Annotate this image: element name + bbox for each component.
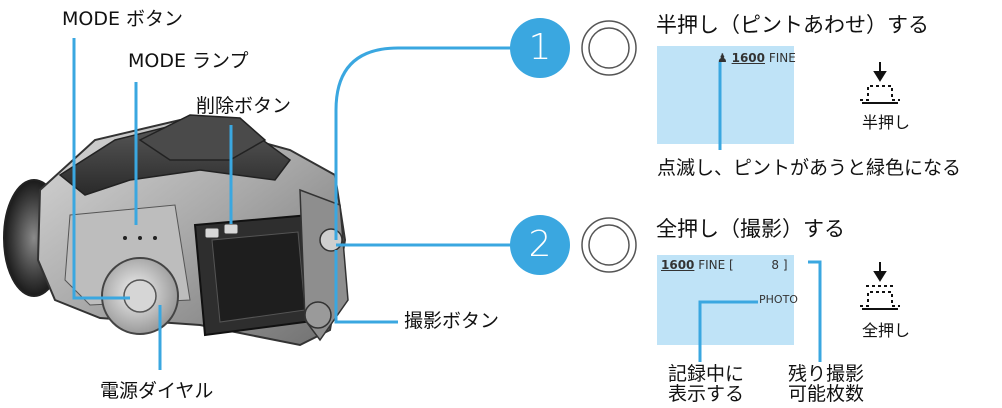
camera-hood xyxy=(138,114,267,161)
step-1-quality: FINE xyxy=(768,51,796,65)
step-2-number: 2 xyxy=(528,224,552,265)
person-icon: ♟ xyxy=(717,51,728,65)
step-2-quality: FINE [ xyxy=(698,258,734,272)
step-2-note-right: 残り撮影 可能枚数 xyxy=(788,364,864,404)
step-2-note-left-line1: 記録中に xyxy=(668,363,745,385)
step-1-lcd: ♟ 1600 FINE xyxy=(657,46,796,144)
step-1-size: 1600 xyxy=(731,51,765,65)
step-2-badge xyxy=(510,215,570,275)
step-2-note-left-line2: 表示する xyxy=(668,383,745,405)
step-2-button-inner xyxy=(588,224,630,266)
step-1-lcd-readout: ♟ 1600 FINE xyxy=(717,51,796,65)
step-2-count: 8 ] xyxy=(771,258,788,272)
step-1-badge xyxy=(510,18,570,78)
mode-button-label: MODE ボタン xyxy=(62,8,184,30)
power-dial-label: 電源ダイヤル xyxy=(100,380,214,402)
mode-button-shape xyxy=(204,227,220,239)
step-2-lcd: 1600 FINE [ 8 ] PHOTO xyxy=(657,255,798,345)
mode-lamp-label: MODE ランプ xyxy=(128,50,249,72)
step-2-lcd-readout: 1600 FINE [ 8 ] xyxy=(661,258,788,272)
step-1-note: 点滅し、ピントがあうと緑色になる xyxy=(657,157,962,179)
step-2-note-left: 記録中に 表示する xyxy=(668,364,744,404)
step-2-status: PHOTO xyxy=(759,293,798,306)
step-2-size: 1600 xyxy=(661,258,695,272)
step-2-title: 全押し（撮影）する xyxy=(656,217,845,241)
step-1-title: 半押し（ピントあわせ）する xyxy=(656,13,929,37)
half-press-symbol xyxy=(860,62,900,104)
delete-button-label: 削除ボタン xyxy=(196,95,292,117)
step-2-note-right-line2: 可能枚数 xyxy=(788,383,865,405)
step-1-number: 1 xyxy=(528,27,552,68)
step-2-press-label: 全押し xyxy=(862,321,911,340)
step-1-button-inner xyxy=(588,27,630,69)
step-2-note-right-line1: 残り撮影 xyxy=(788,363,865,385)
full-press-symbol xyxy=(860,262,900,310)
step-1-press-label: 半押し xyxy=(862,113,911,132)
shoot-button-label: 撮影ボタン xyxy=(404,310,500,332)
